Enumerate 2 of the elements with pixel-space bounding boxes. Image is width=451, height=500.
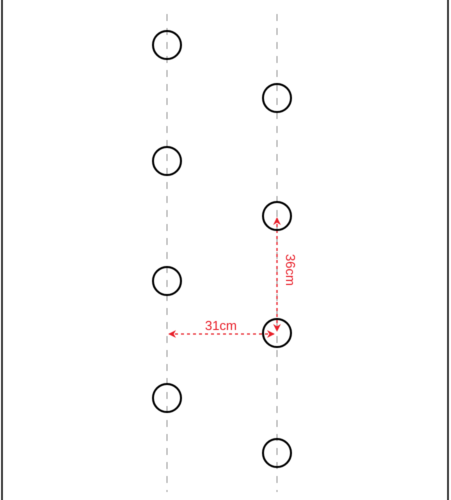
dimension-label: 36cm — [284, 254, 297, 286]
dimension-label: 31cm — [205, 319, 237, 332]
